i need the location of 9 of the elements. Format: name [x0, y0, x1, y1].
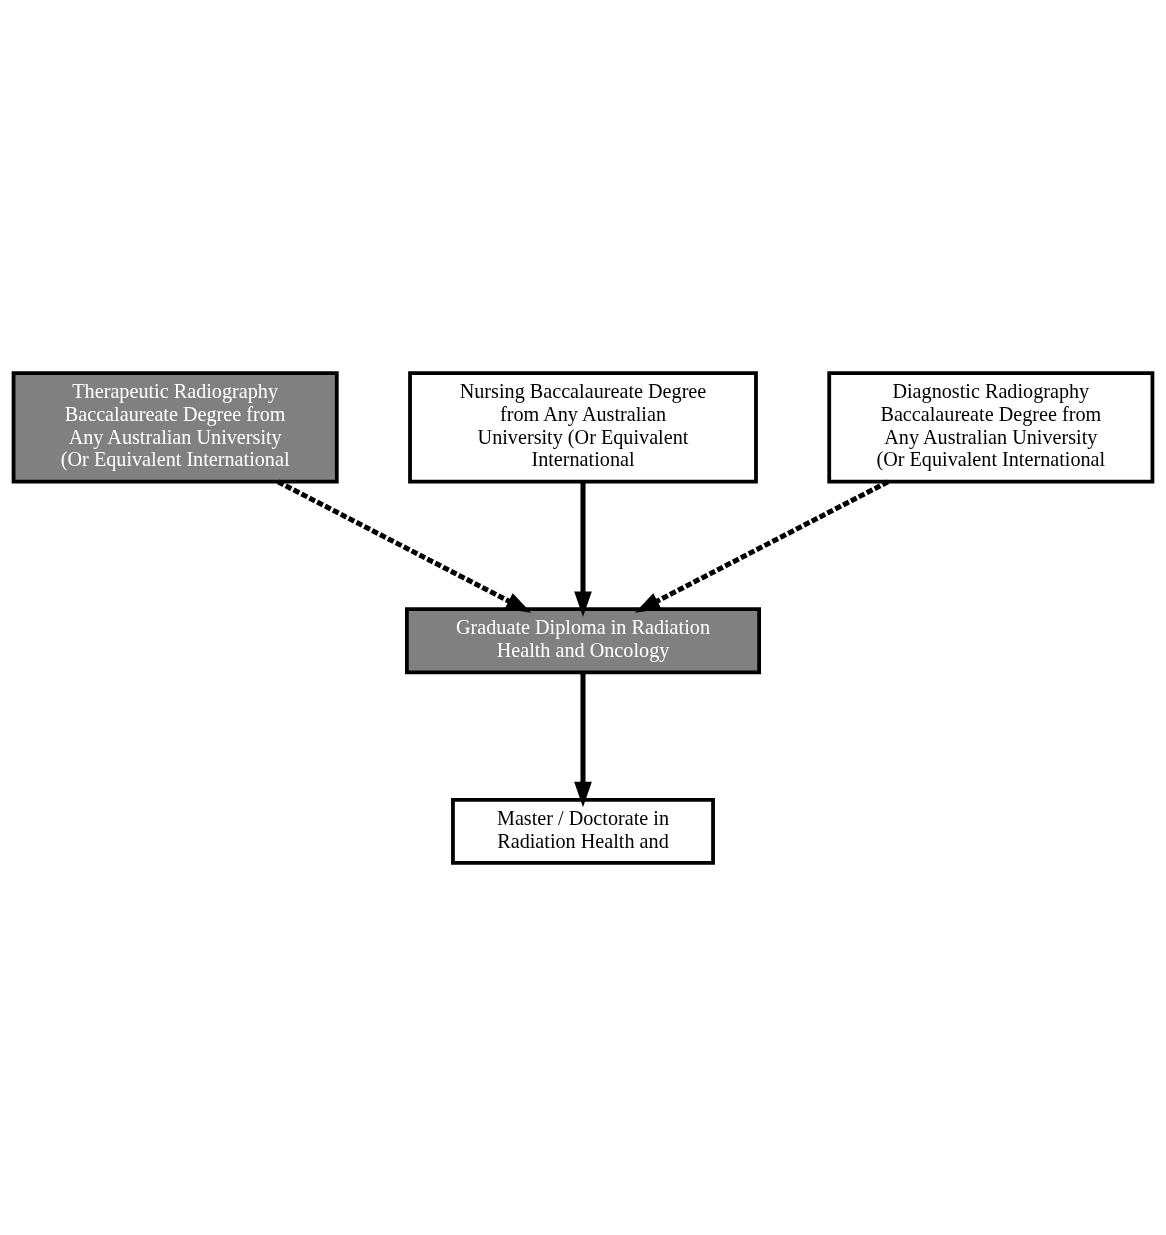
node-box: Nursing Baccalaureate Degree from Any Australian University (Or Equivalent International: [408, 370, 758, 484]
arrow: [276, 479, 532, 613]
node-box: Graduate Diploma in Radiation Health and Oncology: [404, 606, 762, 674]
node-box: Master / Doctorate in Radiation Health and: [451, 797, 715, 865]
arrow: [634, 479, 890, 613]
arrow: [574, 672, 592, 807]
node-box: Therapeutic Radiography Baccalaureate Degree from Any Australian University (Or Equivalent International: [11, 370, 339, 484]
arrow: [574, 481, 592, 617]
node-box: Diagnostic Radiography Baccalaureate Degree from Any Australian University (Or Equivalent International: [827, 370, 1155, 484]
